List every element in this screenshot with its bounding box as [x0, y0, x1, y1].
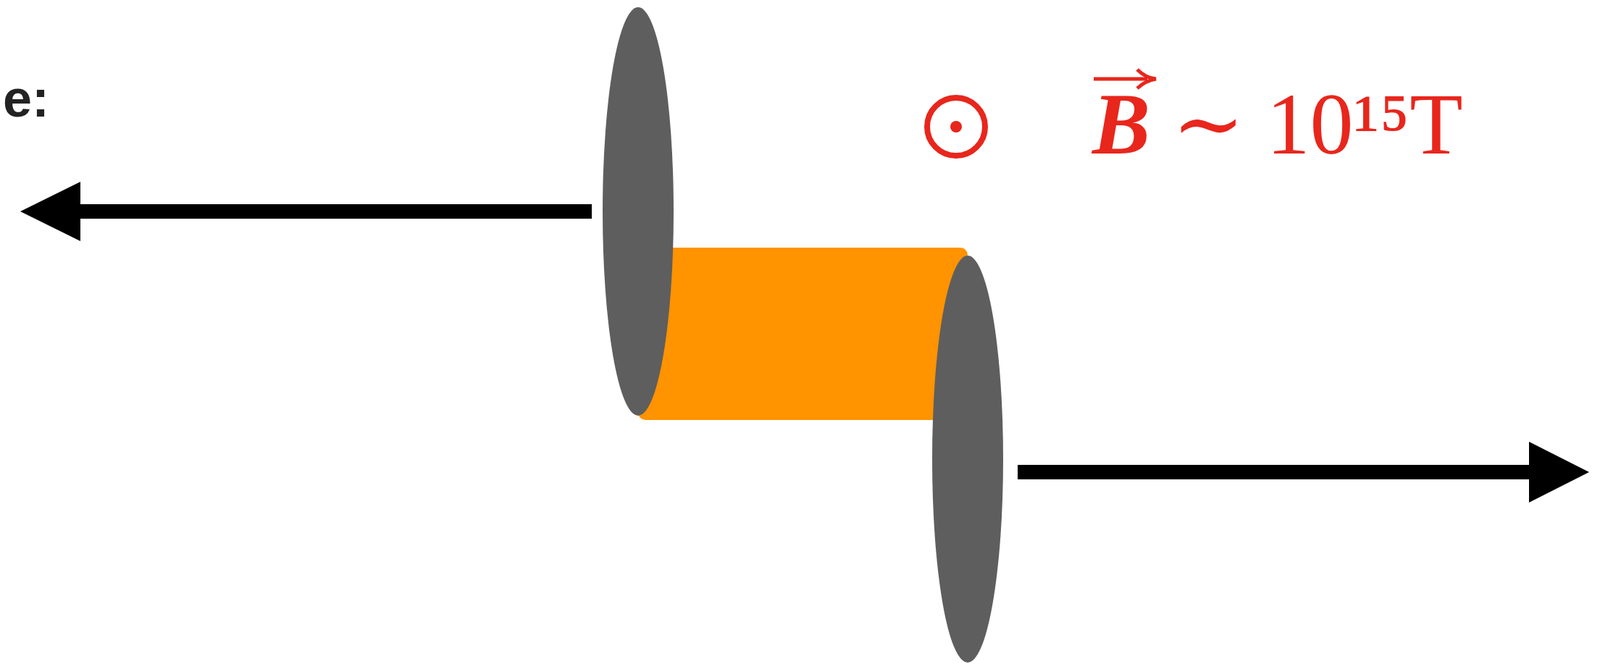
field-symbol: B — [1092, 76, 1151, 173]
field-magnitude: ∼ 10¹⁵T — [1171, 76, 1464, 173]
out-of-page-dot — [950, 120, 962, 133]
left-arrow-shaft — [72, 204, 592, 219]
heading-fragment: e: — [2, 69, 50, 128]
field-symbol-wrap: B — [1092, 81, 1151, 169]
right-arrow-shaft — [1017, 465, 1536, 480]
out-of-page-symbol — [927, 97, 986, 156]
left-disk — [602, 7, 674, 416]
flux-tube — [638, 247, 968, 421]
left-arrow-head — [20, 181, 81, 242]
heading-fragment-wrap: e: — [2, 72, 50, 125]
right-disk — [932, 255, 1004, 663]
right-arrow-head — [1529, 441, 1590, 503]
field-magnitude-wrap: ∼ 10¹⁵T — [1171, 81, 1464, 169]
